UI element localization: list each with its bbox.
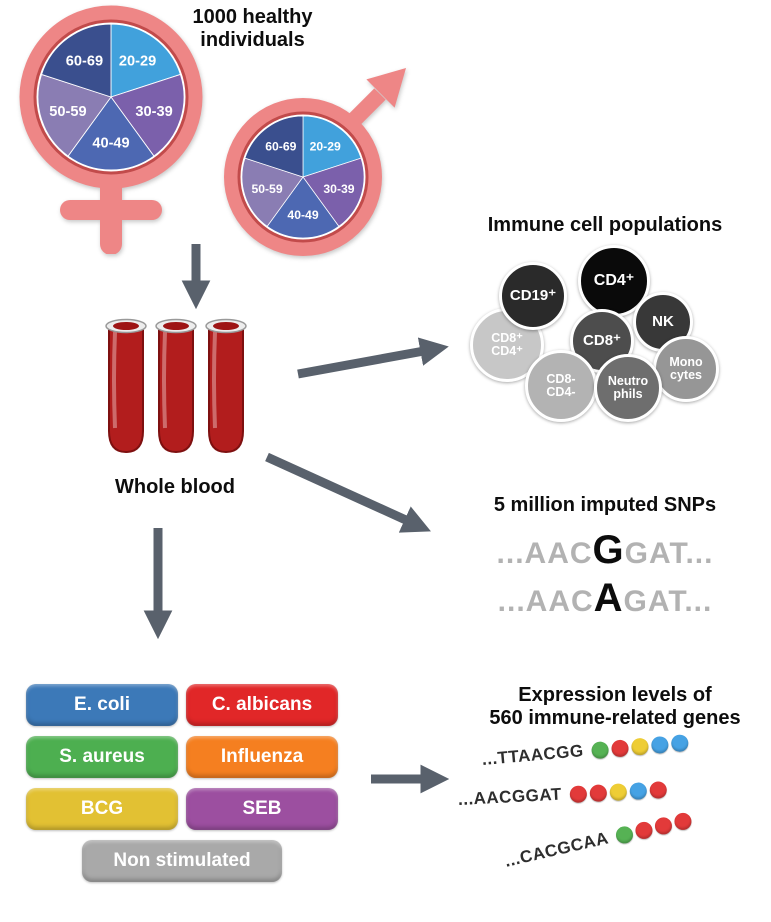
snp-variant-allele: G <box>592 528 625 572</box>
expression-dot <box>672 810 694 832</box>
stimulus-bcg: BCG <box>26 788 178 830</box>
immune-cell-cluster: CD8⁺ CD4⁺ CD19⁺ CD4⁺ NK Mono cytes CD8⁺ … <box>470 245 728 428</box>
immune-cell-label: CD8⁺ <box>583 332 621 350</box>
age-slice-50-59 <box>37 73 112 157</box>
immune-cell-label: CD8- CD4- <box>546 371 576 399</box>
immune-cell-label: CD4⁺ <box>593 271 635 289</box>
stimulus-non-stimulated: Non stimulated <box>82 840 282 882</box>
male-arrow-head <box>366 68 406 108</box>
stimulus-influenza: Influenza <box>186 736 338 778</box>
blood-tube <box>155 318 197 454</box>
immune-cell-label: NK <box>652 313 674 331</box>
female-age-pie: 20-29 30-39 40-49 50-59 60-69 <box>37 23 185 171</box>
male-inner-ring <box>237 111 369 243</box>
age-slice-30-39 <box>110 73 185 157</box>
expression-dot <box>653 815 674 836</box>
arrow-blood-to-cells <box>297 337 449 379</box>
male-symbol: 20-29 30-39 40-49 50-59 60-69 <box>224 68 406 256</box>
expression-sequence: ...TTAACGG <box>481 741 585 769</box>
immune-cell-label: CD19⁺ <box>509 287 557 305</box>
expression-dot <box>633 819 655 841</box>
age-slice-60-69 <box>244 115 304 178</box>
expression-dot <box>589 783 608 802</box>
stimulation-panel: E. coli C. albicans S. aureus Influenza … <box>26 684 338 882</box>
immune-cell-cd19: CD19⁺ <box>499 262 567 330</box>
expression-row: ...TTAACGG <box>481 732 689 770</box>
immune-cell-label: CD8⁺ CD4⁺ <box>491 330 523 358</box>
cohort-title: 1000 healthy individuals <box>192 6 313 51</box>
snp-sequence-ref: ...AACGGAT... <box>450 528 760 573</box>
age-slice-20-29 <box>110 23 181 98</box>
female-inner-ring <box>33 19 189 175</box>
age-slice-label: 50-59 <box>251 182 282 196</box>
age-slice-label: 20-29 <box>119 53 156 69</box>
snp-seq-suffix: GAT... <box>624 537 714 570</box>
blood-tube <box>105 318 147 454</box>
expression-row: ...AACGGAT <box>457 779 668 810</box>
expression-dot <box>614 824 635 845</box>
immune-cell-label: Neutro phils <box>607 373 649 401</box>
expression-title: Expression levels of 560 immune-related … <box>489 684 741 729</box>
snp-seq-suffix: GAT... <box>623 585 713 618</box>
immune-populations-title: Immune cell populations <box>487 214 723 236</box>
snp-sequence-alt: ...AACAGAT... <box>450 576 760 621</box>
female-symbol: 20-29 30-39 40-49 50-59 60-69 <box>19 5 203 254</box>
age-slice-60-69 <box>41 23 112 98</box>
blood-tubes <box>105 318 247 454</box>
age-slice-label: 30-39 <box>323 182 354 196</box>
stimulus-seb: SEB <box>186 788 338 830</box>
expression-dot <box>629 781 648 800</box>
age-slice-label: 40-49 <box>287 208 318 222</box>
expression-dot <box>590 740 610 759</box>
immune-cell-neutrophils: Neutro phils <box>594 354 662 422</box>
snp-seq-prefix: ...AAC <box>496 537 593 570</box>
age-slice-40-49 <box>67 96 155 171</box>
expression-dot <box>609 782 628 801</box>
expression-dot-track <box>611 810 694 846</box>
stimulus-c-albicans: C. albicans <box>186 684 338 726</box>
snp-seq-prefix: ...AAC <box>497 585 594 618</box>
expression-sequence: ...CACGCAA <box>502 828 611 871</box>
age-slice-40-49 <box>266 176 340 239</box>
expression-dot <box>630 736 650 756</box>
snp-title: 5 million imputed SNPs <box>493 494 717 516</box>
age-slice-50-59 <box>241 157 304 227</box>
expression-dot <box>649 780 668 799</box>
snp-variant-allele: A <box>593 576 624 620</box>
expression-dot-track <box>588 733 689 759</box>
expression-dot-track <box>566 780 668 803</box>
age-slice-label: 20-29 <box>310 140 341 154</box>
age-slice-label: 60-69 <box>66 53 103 69</box>
age-slice-label: 60-69 <box>265 140 296 154</box>
expression-row: ...CACGCAA <box>503 809 694 871</box>
age-slice-label: 40-49 <box>92 135 129 151</box>
age-slice-label: 50-59 <box>49 104 86 120</box>
whole-blood-label: Whole blood <box>115 476 235 498</box>
male-age-pie: 20-29 30-39 40-49 50-59 60-69 <box>241 115 365 239</box>
expression-sequence: ...AACGGAT <box>457 784 563 809</box>
expression-dot <box>569 784 588 803</box>
immune-cell-monocytes: Mono cytes <box>653 336 719 402</box>
blood-tube <box>205 318 247 454</box>
expression-dot <box>670 733 689 752</box>
age-slice-label: 30-39 <box>135 104 172 120</box>
expression-dot <box>650 735 669 754</box>
immune-cell-label: Mono cytes <box>669 354 703 382</box>
age-slice-20-29 <box>302 115 362 178</box>
stimulus-s-aureus: S. aureus <box>26 736 178 778</box>
immune-cell-cd8neg-cd4neg: CD8- CD4- <box>525 350 597 422</box>
arrow-blood-to-snps <box>265 452 431 533</box>
expression-dot <box>610 738 630 758</box>
age-slice-30-39 <box>302 157 365 227</box>
stimulus-e-coli: E. coli <box>26 684 178 726</box>
